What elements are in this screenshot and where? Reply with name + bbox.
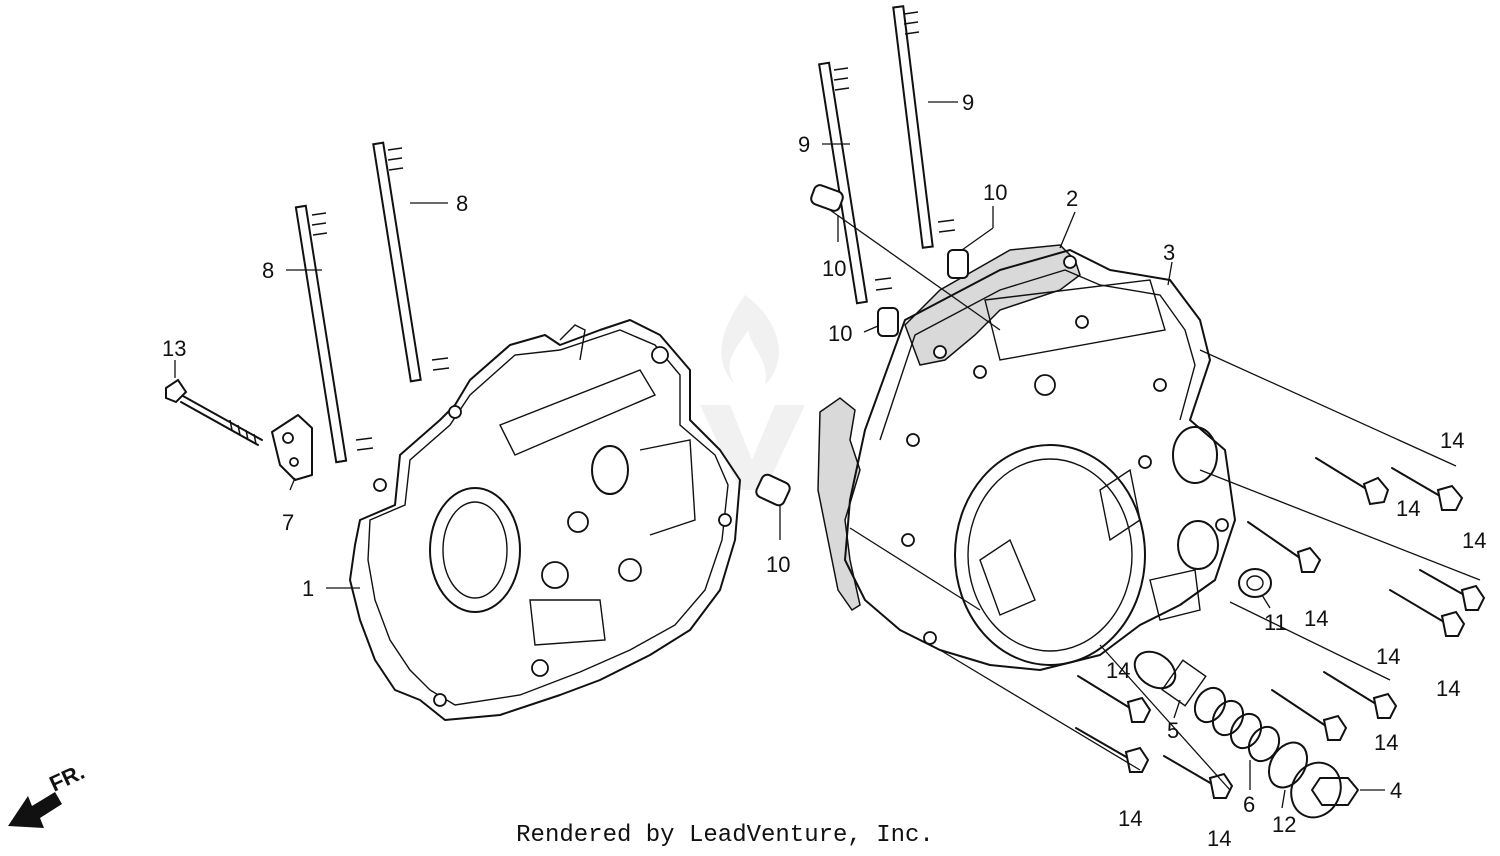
watermark-logo xyxy=(700,295,805,490)
callout-5: 5 xyxy=(1167,718,1179,743)
callout-2: 2 xyxy=(1066,186,1078,211)
left-crankcase xyxy=(349,319,741,721)
callout-1: 1 xyxy=(302,576,314,601)
callout-9a: 9 xyxy=(798,132,810,157)
stud-9-left xyxy=(817,61,893,305)
callout-14i: 14 xyxy=(1118,806,1142,831)
callout-3: 3 xyxy=(1163,240,1175,265)
callout-14a: 14 xyxy=(1440,428,1464,453)
leader-lines xyxy=(174,101,1481,809)
dowel-pins-10 xyxy=(755,184,969,507)
callout-10b: 10 xyxy=(822,256,846,281)
callout-12: 12 xyxy=(1272,812,1296,837)
callout-6: 6 xyxy=(1243,792,1255,817)
drain-plug-4 xyxy=(1290,761,1359,819)
callout-14b: 14 xyxy=(1396,496,1420,521)
bracket-7 xyxy=(271,414,313,481)
footer-credit: Rendered by LeadVenture, Inc. xyxy=(516,822,934,849)
bolt-13 xyxy=(165,378,263,446)
oil-strainer-5 xyxy=(1133,650,1207,707)
front-indicator-label: FR. xyxy=(46,759,89,797)
callout-9b: 9 xyxy=(962,90,974,115)
callout-10a: 10 xyxy=(983,180,1007,205)
callout-14c: 14 xyxy=(1462,528,1486,553)
oil-seal-11 xyxy=(1238,568,1272,598)
bolts-14 xyxy=(1075,457,1486,799)
callout-8b: 8 xyxy=(456,191,468,216)
callout-14g: 14 xyxy=(1106,658,1130,683)
callout-8a: 8 xyxy=(262,258,274,283)
callout-10c: 10 xyxy=(828,321,852,346)
callout-14f: 14 xyxy=(1376,644,1400,669)
front-arrow-icon xyxy=(8,792,62,828)
o-ring-12 xyxy=(1268,741,1308,789)
callout-13: 13 xyxy=(162,336,186,361)
callout-labels: 1 2 3 4 5 6 7 8 8 9 9 10 10 10 10 11 12 … xyxy=(162,90,1486,851)
right-crankcase xyxy=(817,244,1236,671)
callout-14d: 14 xyxy=(1304,606,1328,631)
callout-10d: 10 xyxy=(766,552,790,577)
stud-8-right xyxy=(372,141,450,383)
callout-7: 7 xyxy=(282,510,294,535)
stud-9-right xyxy=(892,5,956,249)
callout-14e: 14 xyxy=(1436,676,1460,701)
callout-11: 11 xyxy=(1264,610,1287,635)
callout-4: 4 xyxy=(1390,778,1402,803)
callout-14h: 14 xyxy=(1374,730,1398,755)
callout-14j: 14 xyxy=(1207,826,1231,851)
spring-6 xyxy=(1193,686,1281,763)
